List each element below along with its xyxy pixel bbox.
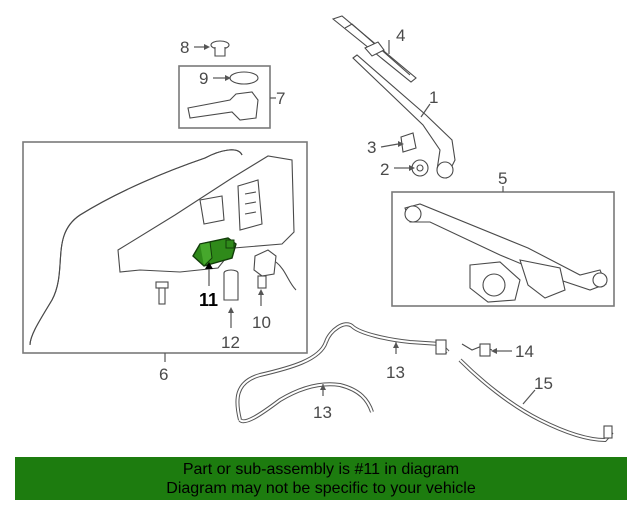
pivot-cap[interactable] — [400, 132, 417, 153]
callout-15: 15 — [534, 374, 553, 393]
callout-13-lower: 13 — [313, 403, 332, 422]
level-sensor[interactable] — [253, 249, 297, 291]
wiper-blade[interactable] — [331, 15, 417, 83]
pump-grommet[interactable] — [223, 269, 239, 301]
callout-11: 11 — [199, 290, 218, 310]
filler-cap[interactable] — [210, 40, 230, 57]
pivot-nut[interactable] — [411, 159, 429, 177]
callout-6: 6 — [159, 365, 168, 384]
callout-7: 7 — [276, 89, 285, 108]
washer-pump-highlighted[interactable] — [192, 237, 237, 267]
callout-13-upper: 13 — [386, 363, 405, 382]
callout-5: 5 — [498, 169, 507, 188]
callout-9: 9 — [199, 69, 208, 88]
banner-line-2: Diagram may not be specific to your vehi… — [166, 480, 476, 497]
callout-2: 2 — [380, 160, 389, 179]
hose-connector[interactable] — [461, 343, 493, 357]
washer-hose-lower[interactable] — [238, 382, 374, 424]
reservoir-bolt[interactable] — [155, 281, 169, 305]
washer-hose-upper[interactable] — [235, 322, 450, 421]
callout-4: 4 — [396, 26, 405, 45]
filler-neck[interactable] — [187, 71, 259, 121]
callout-14: 14 — [515, 342, 534, 361]
washer-reservoir[interactable] — [117, 155, 295, 273]
callout-3: 3 — [367, 138, 376, 157]
wiper-arm[interactable] — [352, 54, 456, 179]
filler-box — [178, 65, 271, 129]
callout-12: 12 — [221, 333, 240, 352]
info-banner: Part or sub-assembly is #11 in diagram D… — [15, 457, 627, 500]
callout-10: 10 — [252, 313, 271, 332]
wiper-linkage[interactable] — [404, 203, 608, 303]
banner-line-1: Part or sub-assembly is #11 in diagram — [182, 461, 460, 478]
reservoir-hose[interactable] — [29, 149, 243, 346]
callout-1: 1 — [429, 88, 438, 107]
callout-8: 8 — [180, 38, 189, 57]
washer-hose-rear[interactable] — [458, 358, 614, 443]
